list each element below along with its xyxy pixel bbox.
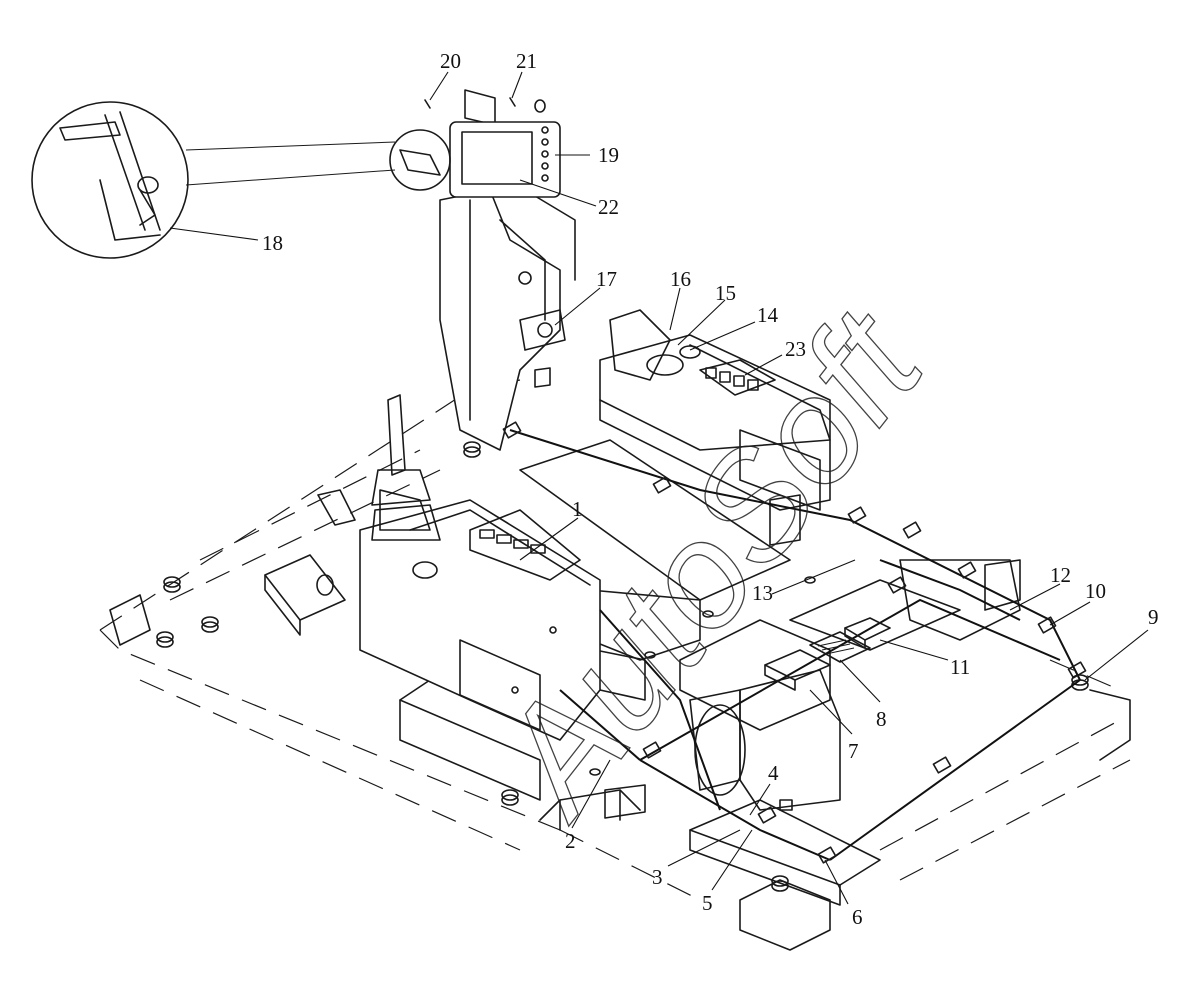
left-bracket (264, 489, 356, 636)
callout-20: 20 (440, 49, 461, 73)
callout-3: 3 (652, 865, 663, 889)
callout-8: 8 (876, 707, 887, 731)
callout-7: 7 (848, 739, 859, 763)
seat-base (399, 439, 791, 801)
callout-4: 4 (768, 761, 779, 785)
right-console (599, 309, 831, 546)
callout-leaders (169, 71, 1149, 905)
callout-2: 2 (565, 829, 576, 853)
callout-19: 19 (598, 143, 619, 167)
callout-6: 6 (852, 905, 863, 929)
callout-10: 10 (1085, 579, 1106, 603)
callout-14: 14 (757, 303, 779, 327)
callout-13: 13 (752, 581, 773, 605)
floor-bolts (156, 441, 1089, 892)
callout-12: 12 (1050, 563, 1071, 587)
callout-21: 21 (516, 49, 537, 73)
callout-18: 18 (262, 231, 283, 255)
floor-plate (99, 379, 1131, 951)
callout-1: 1 (572, 497, 583, 521)
callout-17: 17 (596, 267, 617, 291)
callout-9: 9 (1148, 605, 1159, 629)
left-console (359, 394, 601, 741)
callout-22: 22 (598, 195, 619, 219)
monitor-pillar (439, 189, 576, 451)
callout-15: 15 (715, 281, 736, 305)
callout-5: 5 (702, 891, 713, 915)
callout-labels: 1 2 3 4 5 6 7 8 9 10 11 12 13 14 15 16 1… (262, 49, 1159, 929)
callout-16: 16 (670, 267, 691, 291)
wiring-harness (509, 429, 1081, 861)
callout-11: 11 (950, 655, 970, 679)
harness-clips (502, 421, 1087, 864)
fuse-relay-boxes (764, 617, 891, 691)
detail-bubble (31, 101, 451, 259)
callout-23: 23 (785, 337, 806, 361)
